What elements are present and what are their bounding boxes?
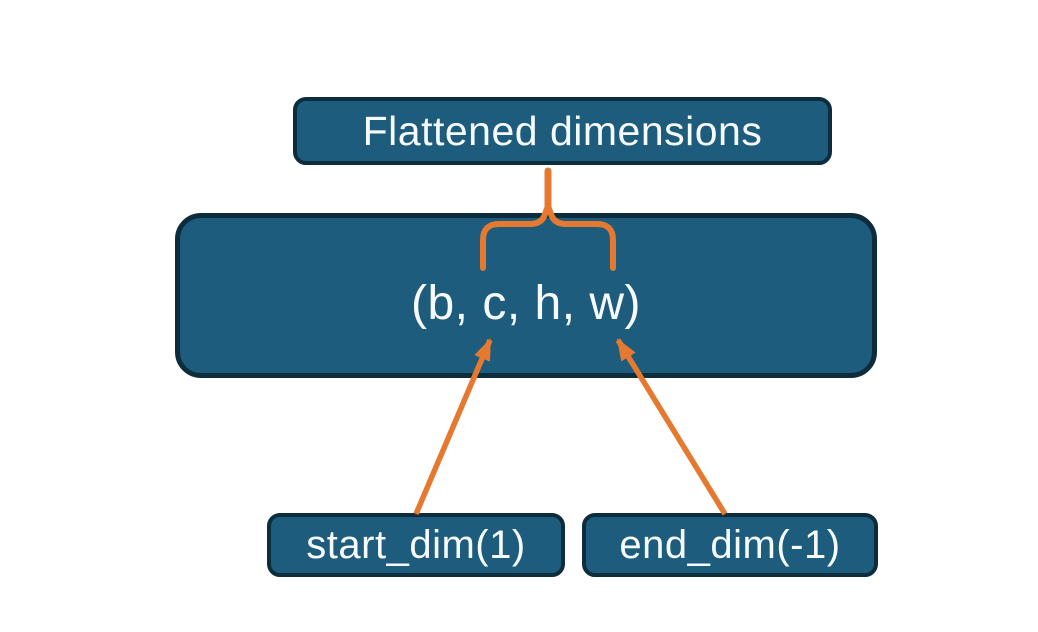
flattened-dimensions-label: Flattened dimensions [362, 107, 763, 154]
tensor-shape-label: (b, c, h, w) [410, 277, 642, 330]
tensor-shape-node: (b, c, h, w) [175, 213, 877, 378]
end-dim-label: end_dim(-1) [619, 522, 841, 567]
start-dim-label: start_dim(1) [306, 522, 526, 567]
end-dim-node: end_dim(-1) [582, 513, 878, 577]
start-dim-node: start_dim(1) [267, 513, 565, 577]
flattened-dimensions-node: Flattened dimensions [293, 97, 832, 165]
